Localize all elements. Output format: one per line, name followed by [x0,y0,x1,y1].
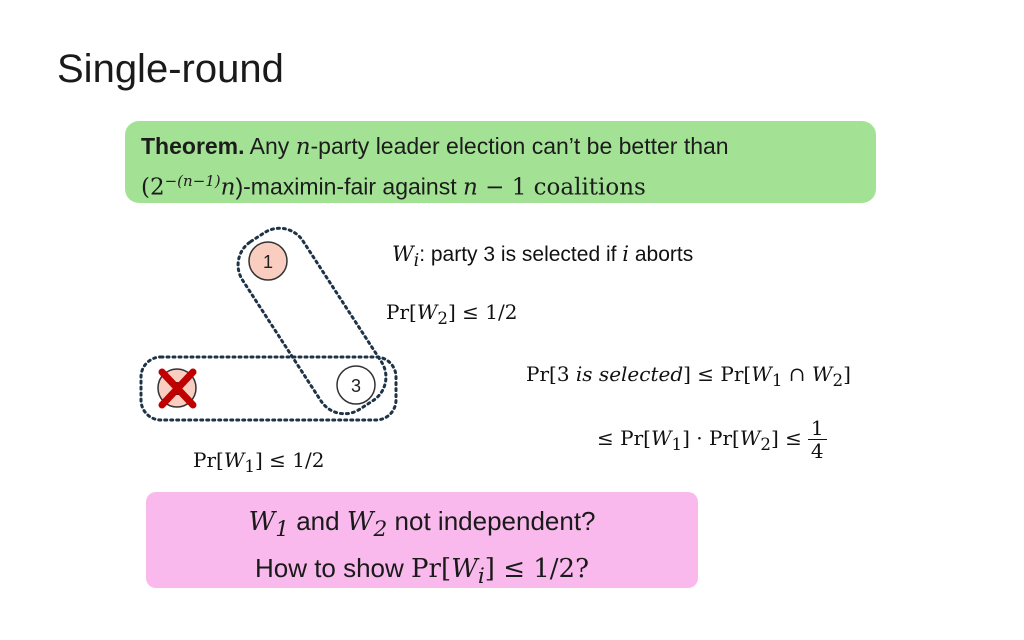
question-line-2: How to show Pr[Wi] ≤ 1/2? [146,549,698,596]
theorem-var-n3: n [462,174,478,201]
q-sub: i [477,564,485,590]
theorem-text-a: Any [244,133,296,159]
prod-var1: W [650,426,672,450]
prod-pre: ≤ Pr[ [597,426,651,450]
theorem-exponent: −(n−1) [164,172,221,190]
question-box: W1 and W2 not independent? How to show P… [146,492,698,589]
sel-sub2: 2 [832,371,844,390]
coalition-2-3 [139,355,398,422]
node-1-circle [248,241,288,281]
sel-italic: is selected [575,362,684,386]
frac-numerator: 1 [807,417,827,440]
pr-3-selected-bound: Pr[3 is selected] ≤ Pr[W1 ∩ W2] [526,360,851,395]
sel-var2: W [811,362,833,386]
theorem-var-n: n [295,134,311,160]
node-2-abort-cross-icon [158,368,197,409]
pr-w1-bound: Pr[W1] ≤ 1/2 [193,446,324,481]
sel-sub1: 1 [771,371,783,390]
frac-denominator: 4 [810,439,824,463]
pr-w2-post: ] ≤ 1/2 [448,300,518,324]
theorem-line-1: Theorem. Any n-party leader election can… [141,129,860,164]
node-3-label: 3 [351,376,361,396]
wi-definition: Wi: party 3 is selected if i aborts [392,240,693,275]
sel-var1: W [751,362,772,386]
q-var1: W [248,507,276,537]
slide-title: Single-round [57,47,284,91]
def-text-end: aborts [629,243,694,266]
pr-w1-sub: 1 [244,457,255,476]
sel-cap: ∩ [782,362,812,386]
q-sub2: 2 [373,517,388,543]
q-and: and [288,506,347,536]
coalition-1-3 [236,226,388,416]
q-line1-end: not independent? [387,506,596,536]
prod-end: ] ≤ [770,426,802,450]
pr-w2-bound: Pr[W2] ≤ 1/2 [386,298,517,333]
theorem-text-d: − 1 coalitions [477,174,646,201]
prod-sub2: 2 [760,435,771,454]
def-sub-i: i [413,251,420,272]
node-1: 1 [248,241,288,281]
node-3: 3 [336,365,376,405]
question-line-1: W1 and W2 not independent? [146,502,698,549]
q-var2: W [346,507,374,537]
q-var: W [451,554,478,585]
pr-w2-var: W [416,300,438,324]
sel-mid: ] ≤ Pr[ [683,362,752,386]
theorem-text-b: -party leader election can’t be better t… [310,133,729,159]
theorem-paren-open: (2 [141,174,165,201]
pr-w1-pre: Pr[ [193,448,224,472]
def-var-i: i [622,242,630,266]
pr-w1-var: W [223,448,245,472]
theorem-text-c: )-maximin-fair against [235,173,463,200]
prod-sub1: 1 [671,435,683,454]
pr-w2-sub: 2 [437,309,448,328]
node-3-circle [336,365,376,405]
theorem-line-2: (2−(n−1)n)-maximin-fair against n − 1 co… [141,164,860,205]
def-var-w: W [392,242,414,266]
prod-var2: W [739,426,761,450]
def-text: : party 3 is selected if [419,243,623,266]
theorem-var-n2: n [220,174,236,201]
pr-w1-post: ] ≤ 1/2 [255,448,325,472]
q-line2-pre: How to show [254,553,412,584]
q-sub1: 1 [275,517,289,543]
theorem-box: Theorem. Any n-party leader election can… [125,121,876,203]
node-1-label: 1 [263,252,273,272]
q-pr: Pr[ [411,554,452,585]
prod-mid: ] · Pr[ [682,426,740,450]
theorem-label: Theorem. [141,133,245,159]
q-line2-end: ] ≤ 1/2? [484,554,590,585]
sel-pre: Pr[3 [526,362,576,386]
pr-w2-pre: Pr[ [386,300,417,324]
sel-end: ] [843,362,851,386]
